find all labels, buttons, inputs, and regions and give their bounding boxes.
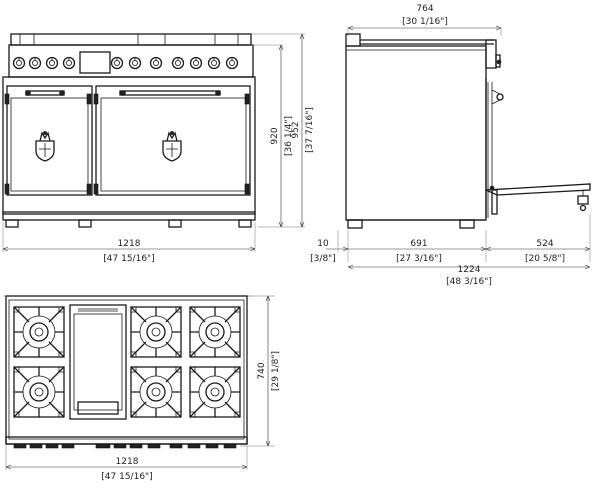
front-height-in: [36 1/4"] [284, 116, 294, 156]
knob-row [12, 56, 239, 70]
side-body [345, 45, 487, 221]
foot [5, 219, 19, 228]
knob-icon [12, 56, 26, 70]
right-door-handle [119, 90, 221, 96]
foot [168, 219, 182, 228]
knob-icon [110, 56, 124, 70]
front-height-mm: 920 [270, 127, 280, 144]
foot [78, 219, 92, 228]
side-total-depth-mm: 1224 [458, 265, 481, 275]
burner-grate-icon [189, 306, 241, 358]
front-total-height-mm: 952 [291, 121, 301, 138]
crest-emblem-icon [35, 130, 55, 162]
side-door-open-in: [20 5/8"] [525, 254, 565, 264]
knob-icon [45, 56, 59, 70]
side-gap-in: [3/8"] [310, 254, 336, 264]
top-depth-in: [29 1/8"] [271, 351, 281, 391]
top-width-in: [47 15/16"] [101, 472, 152, 482]
front-total-height-in: [37 7/16"] [305, 107, 315, 153]
knob-icon [189, 56, 203, 70]
side-body-depth-in: [27 3/16"] [396, 254, 442, 264]
left-oven-door [6, 85, 93, 196]
left-door-handle [25, 90, 65, 96]
burner-grate-icon [13, 306, 65, 358]
knob-icon [128, 56, 142, 70]
range-body [2, 76, 256, 215]
side-body-depth-mm: 691 [410, 239, 427, 249]
kick-plate [2, 211, 256, 221]
burner-grate-icon [130, 366, 182, 418]
knob-icon [149, 56, 163, 70]
front-width-mm: 1218 [118, 239, 141, 249]
foot [238, 219, 252, 228]
side-depth-top-mm: 764 [416, 4, 433, 14]
burner-grate-icon [189, 366, 241, 418]
knob-icon [225, 56, 239, 70]
side-total-depth-in: [48 3/16"] [446, 277, 492, 287]
right-oven-door [95, 85, 251, 196]
top-view: 1218 [47 15/16"] 740 [29 1/8"] [3, 295, 281, 482]
side-depth-top-in: [30 1/16"] [402, 17, 448, 27]
griddle [69, 304, 127, 420]
front-view: 1218 [47 15/16"] 920 [36 1/4"] 952 [37 7… [2, 33, 315, 264]
side-view: 764 [30 1/16"] 10 [3/8"] [310, 4, 591, 287]
display-panel [79, 51, 111, 74]
knob-icon [171, 56, 185, 70]
knob-icon [207, 56, 221, 70]
top-depth-mm: 740 [257, 362, 267, 379]
open-door-profile [485, 183, 591, 196]
burner-grate-icon [130, 306, 182, 358]
burner-grate-icon [13, 366, 65, 418]
knob-icon [28, 56, 42, 70]
front-width-in: [47 15/16"] [103, 254, 154, 264]
top-knob-row [13, 443, 237, 449]
side-gap-mm: 10 [317, 239, 329, 249]
crest-emblem-icon [162, 130, 182, 162]
side-door-open-mm: 524 [536, 239, 553, 249]
knob-icon [62, 56, 76, 70]
control-panel [8, 44, 254, 78]
top-width-mm: 1218 [116, 457, 139, 467]
